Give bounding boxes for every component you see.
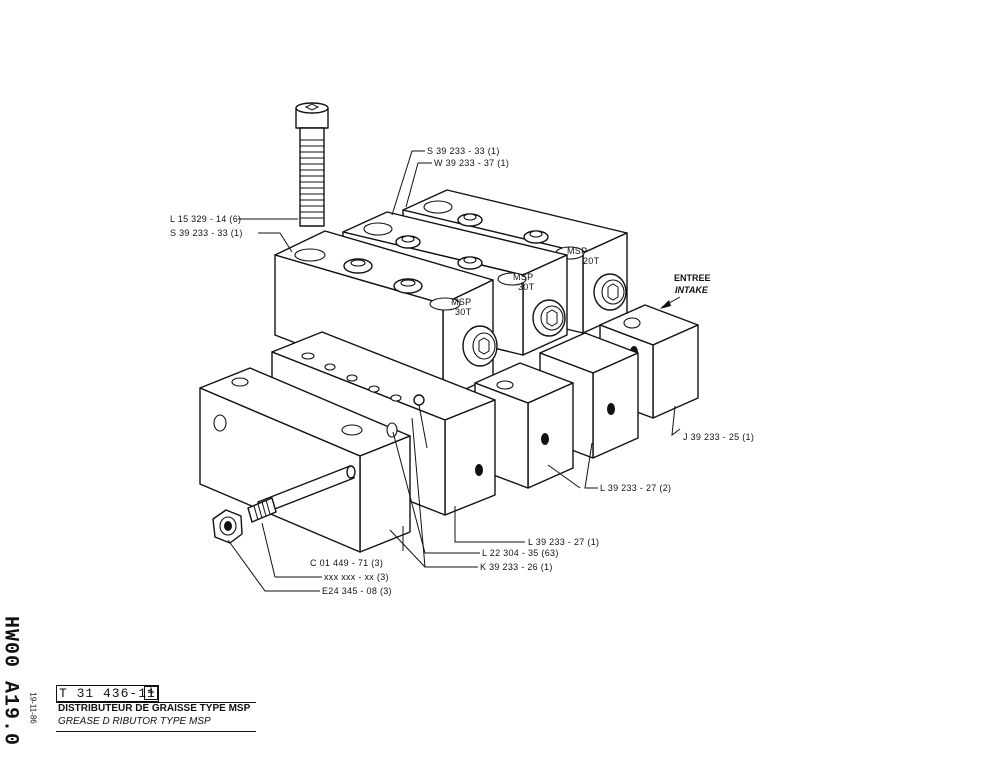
callout-l39233-27-1: L 39 233 - 27 (1) [528, 537, 599, 547]
entry-label-fr: ENTREE [674, 273, 711, 283]
entry-label-en: INTAKE [675, 285, 709, 295]
title-english: GREASE D RIBUTOR TYPE MSP [58, 716, 211, 727]
document-date-text: 19-11-86 [28, 692, 38, 724]
msp-mark-middle: MSP [513, 272, 533, 282]
msp-size-middle: 30T [518, 282, 535, 292]
callout-j39233: J 39 233 - 25 (1) [683, 432, 754, 442]
title-bottom-rule [56, 731, 256, 732]
title-block: T 31 436-11 ╪ DISTRIBUTEUR DE GRAISSE TY… [56, 685, 256, 735]
document-code-text: HW00 A19.0 [0, 615, 22, 747]
msp-size-front: 30T [455, 307, 472, 317]
callout-w39233: W 39 233 - 37 (1) [434, 158, 509, 168]
callout-xxx: xxx xxx - xx (3) [324, 572, 389, 582]
leader-lines [227, 150, 681, 592]
title-divider [56, 702, 256, 703]
intake-arrow-icon [660, 296, 681, 309]
document-code: HW00 A19.0 [0, 616, 22, 746]
callout-s39233-left: S 39 233 - 33 (1) [170, 228, 243, 238]
end-plate [199, 367, 411, 553]
callout-c01449: C 01 449 - 71 (3) [310, 558, 383, 568]
msp-mark-back: MSP [567, 246, 587, 256]
msp-mark-front: MSP [451, 297, 471, 307]
revision-symbol-icon: ╪ [144, 686, 158, 700]
steel-ball-pin [413, 394, 428, 449]
document-date: 19-11-86 [26, 680, 40, 736]
callout-l15329: L 15 329 - 14 (6) [170, 214, 241, 224]
callout-k39233: K 39 233 - 26 (1) [480, 562, 553, 572]
msp-size-back: 20T [583, 256, 600, 266]
callout-e24345: E24 345 - 08 (3) [322, 586, 392, 596]
reference-number: T 31 436-11 [56, 685, 159, 702]
socket-head-screw [295, 102, 329, 227]
callout-l39233-27-2: L 39 233 - 27 (2) [600, 483, 671, 493]
callout-l22304: L 22 304 - 35 (63) [482, 548, 559, 558]
title-french: DISTRIBUTEUR DE GRAISSE TYPE MSP [58, 703, 251, 714]
hex-nut [212, 509, 243, 544]
callout-s39233-top: S 39 233 - 33 (1) [427, 146, 500, 156]
tie-rod [247, 465, 356, 523]
